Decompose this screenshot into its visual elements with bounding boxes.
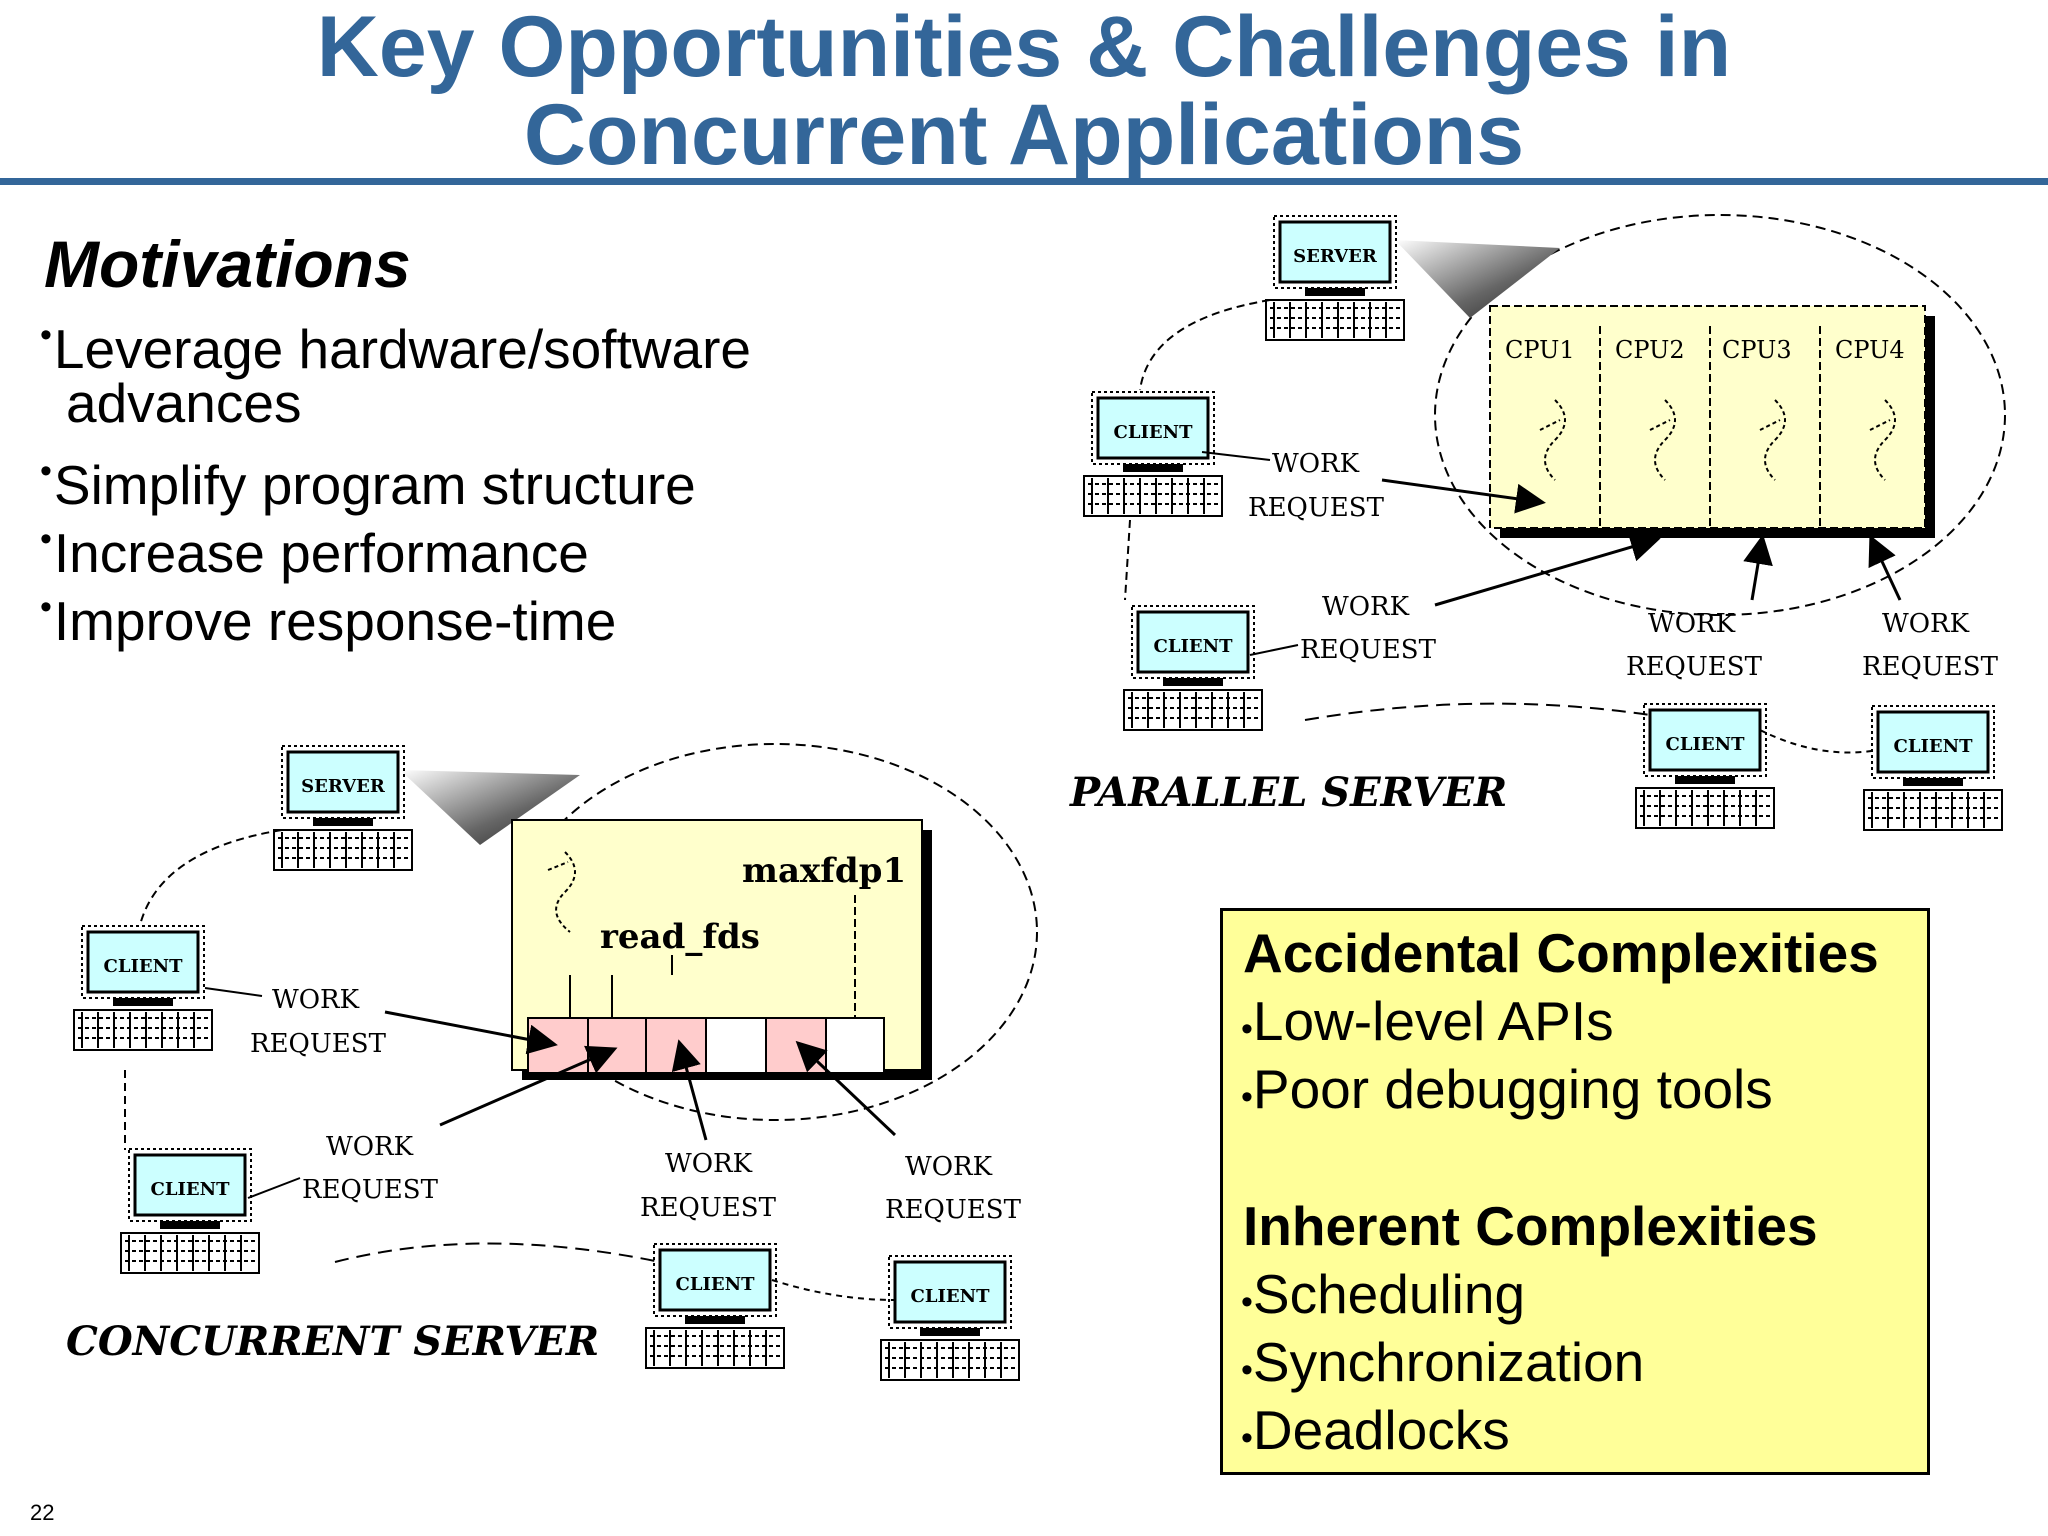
request-label: REQUEST xyxy=(1626,652,1763,682)
cpu-panel xyxy=(1489,305,1926,529)
inherent-heading: Inherent Complexities xyxy=(1243,1195,1818,1257)
client-label: CLIENT xyxy=(1666,734,1746,755)
zoom-cone xyxy=(400,770,580,845)
zoom-cone xyxy=(1395,240,1560,318)
motivation-bullet: •Increase performance xyxy=(40,520,589,584)
slide-title-line2: Concurrent Applications xyxy=(523,87,1525,183)
bullet-text: advances xyxy=(66,372,302,434)
read-fds-label: read_fds xyxy=(600,917,760,957)
inherent-bullet: •Deadlocks xyxy=(1241,1399,1510,1461)
concurrent-client-computer: CLIENT xyxy=(879,1254,1021,1382)
concurrent-client-computer: CLIENT xyxy=(644,1242,786,1370)
motivations-heading: Motivations xyxy=(44,227,411,301)
cpu-label: CPU4 xyxy=(1835,336,1905,364)
bullet-text: Low-level APIs xyxy=(1252,990,1614,1052)
accidental-heading: Accidental Complexities xyxy=(1243,922,1879,984)
bullet-text: Poor debugging tools xyxy=(1252,1058,1773,1120)
thread-squiggle xyxy=(1649,399,1676,481)
inherent-bullet: •Scheduling xyxy=(1241,1263,1526,1325)
motivation-bullet: •Leverage hardware/software xyxy=(40,316,751,380)
client-label: CLIENT xyxy=(1114,422,1194,443)
parallel-server-computer: SERVER xyxy=(1264,214,1406,342)
bullet-text: Deadlocks xyxy=(1252,1399,1510,1461)
request-label: REQUEST xyxy=(302,1175,439,1205)
thread-squiggle xyxy=(547,851,576,933)
complexities-box: Accidental Complexities •Low-level APIs … xyxy=(1220,908,1930,1475)
concurrent-client-computer: CLIENT xyxy=(72,924,214,1052)
bullet-text: Scheduling xyxy=(1252,1263,1526,1325)
parallel-client-computer: CLIENT xyxy=(1122,604,1264,732)
request-label: REQUEST xyxy=(250,1029,387,1059)
title-divider xyxy=(0,178,2048,185)
work-label: WORK xyxy=(1322,592,1410,622)
concurrent-client-computer: CLIENT xyxy=(119,1147,261,1275)
concurrent-server-computer: SERVER xyxy=(272,744,414,872)
request-label: REQUEST xyxy=(1300,635,1437,665)
request-label: REQUEST xyxy=(1862,652,1999,682)
bullet-text: Increase performance xyxy=(53,522,589,584)
parallel-server-diagram: CPU1 CPU2 CPU3 CPU4 SERVER CLIENT CLIENT… xyxy=(1069,214,2006,832)
cpu-label: CPU3 xyxy=(1722,336,1792,364)
parallel-server-caption: PARALLEL SERVER xyxy=(1069,769,1507,816)
thread-squiggle xyxy=(1759,399,1786,481)
server-label: SERVER xyxy=(301,776,386,797)
request-label: REQUEST xyxy=(640,1193,777,1223)
client-label: CLIENT xyxy=(1894,736,1974,757)
fd-set-array xyxy=(527,1017,885,1077)
accidental-bullet: •Poor debugging tools xyxy=(1241,1058,1773,1120)
server-label: SERVER xyxy=(1293,246,1378,267)
thread-squiggle xyxy=(1539,399,1566,481)
maxfdp1-label: maxfdp1 xyxy=(742,851,906,891)
client-label: CLIENT xyxy=(676,1274,756,1295)
parallel-boundary xyxy=(1434,214,2006,616)
bullet-text: Leverage hardware/software xyxy=(53,318,751,380)
inherent-bullet: •Synchronization xyxy=(1241,1331,1645,1393)
accidental-bullet: •Low-level APIs xyxy=(1241,990,1614,1052)
work-label: WORK xyxy=(326,1132,414,1162)
page-number: 22 xyxy=(30,1500,55,1525)
client-label: CLIENT xyxy=(911,1286,991,1307)
cpu-label: CPU2 xyxy=(1615,336,1685,364)
client-label: CLIENT xyxy=(1154,636,1234,657)
work-label: WORK xyxy=(665,1149,753,1179)
bullet-text: Synchronization xyxy=(1252,1331,1645,1393)
request-label: REQUEST xyxy=(885,1195,1022,1225)
work-label: WORK xyxy=(905,1152,993,1182)
cpu-label: CPU1 xyxy=(1505,336,1575,364)
parallel-client-computer: CLIENT xyxy=(1082,390,1224,518)
client-label: CLIENT xyxy=(151,1179,231,1200)
work-label: WORK xyxy=(1882,609,1970,639)
motivation-bullet: •Simplify program structure xyxy=(40,452,696,516)
thread-squiggle xyxy=(1869,399,1896,481)
concurrent-server-diagram: maxfdp1 read_fds SERVER CLIENT CLIENT xyxy=(66,743,1038,1382)
bullet-text: Improve response-time xyxy=(53,590,617,652)
motivation-bullet: •Improve response-time xyxy=(40,588,617,652)
client-label: CLIENT xyxy=(104,956,184,977)
work-label: WORK xyxy=(272,985,360,1015)
request-label: REQUEST xyxy=(1248,493,1385,523)
parallel-client-computer: CLIENT xyxy=(1634,702,1776,830)
bullet-text: Simplify program structure xyxy=(53,454,696,516)
motivation-bullet-continued: advances xyxy=(66,370,301,436)
parallel-client-computer: CLIENT xyxy=(1862,704,2004,832)
slide-title-line1: Key Opportunities & Challenges in xyxy=(316,0,1732,95)
concurrent-server-caption: CONCURRENT SERVER xyxy=(66,1318,599,1365)
work-label: WORK xyxy=(1648,609,1736,639)
work-label: WORK xyxy=(1272,449,1360,479)
